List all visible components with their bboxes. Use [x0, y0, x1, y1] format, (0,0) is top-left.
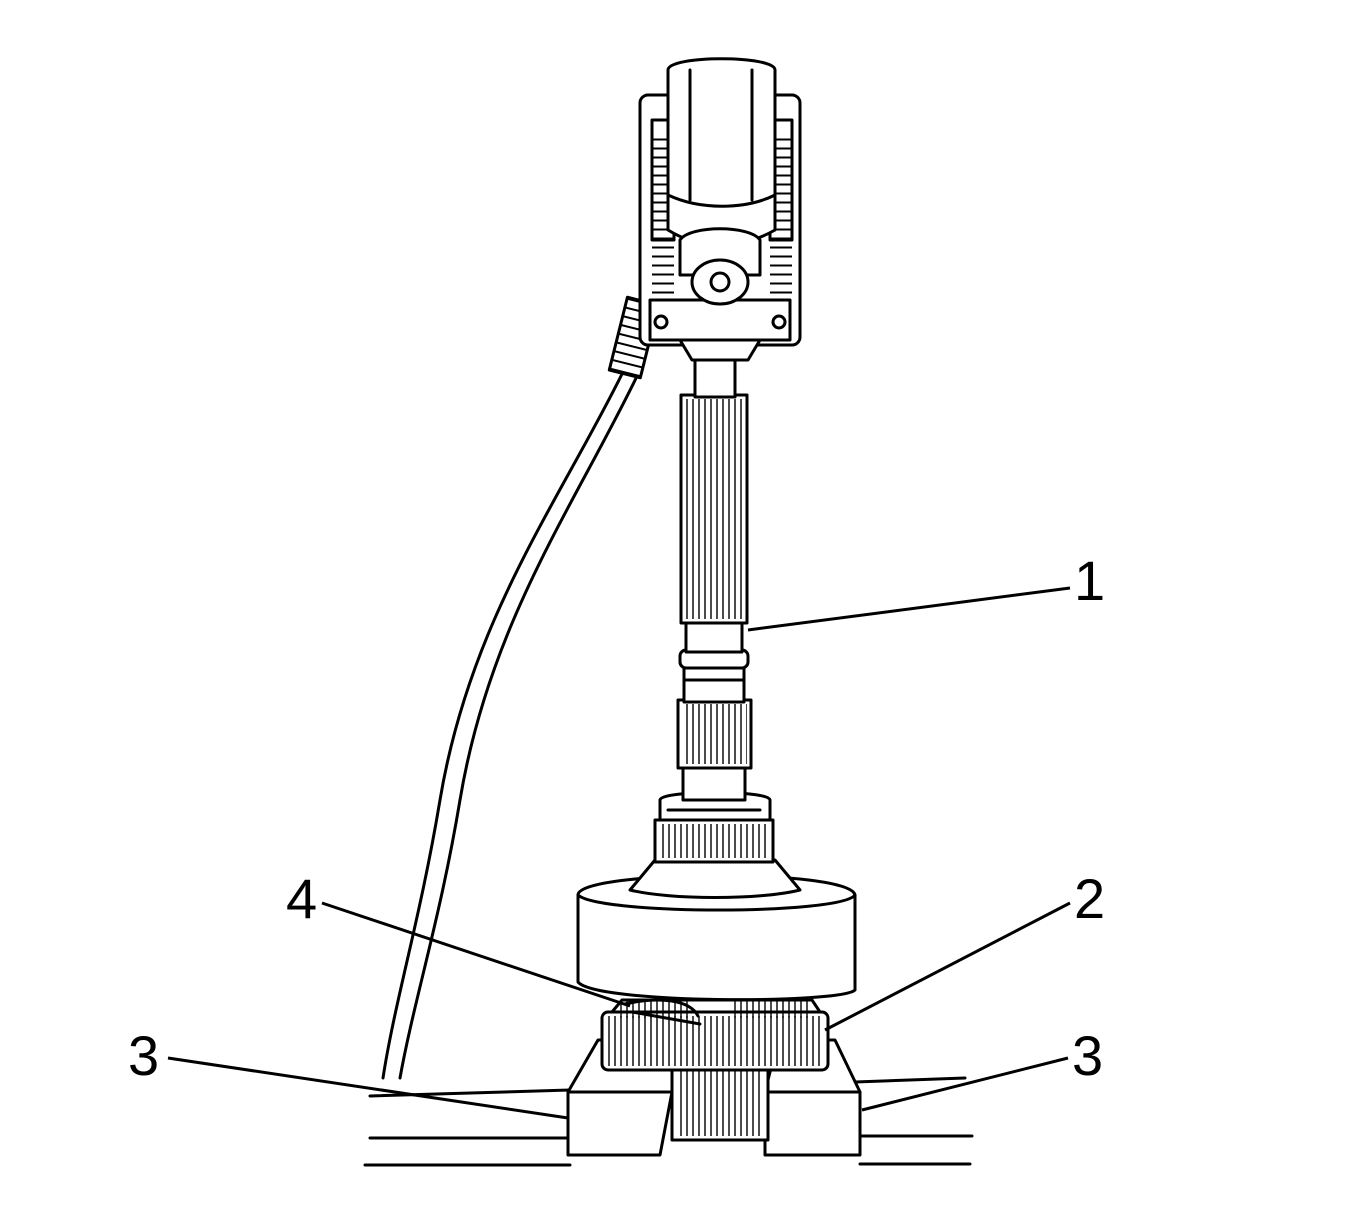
- leader-3-left: [167, 1056, 569, 1120]
- leader-2: [824, 901, 1071, 1032]
- callout-3-right: 3: [1072, 1024, 1103, 1087]
- puller-tool: [638, 57, 802, 362]
- leader-3-right: [861, 1056, 1069, 1112]
- callout-4: 4: [286, 867, 317, 930]
- leader-1: [747, 586, 1071, 632]
- leader-4: [321, 901, 631, 1008]
- clutch-drum: [576, 858, 857, 1002]
- bench-surface: [363, 1076, 974, 1167]
- ring-gear: [600, 998, 830, 1072]
- callout-leaders: [167, 586, 1071, 1120]
- output-spline-stub: [670, 1060, 770, 1142]
- snap-ring: [623, 998, 702, 1026]
- callout-2: 2: [1074, 867, 1105, 930]
- callout-labels: 1 2 3 3 4: [128, 549, 1105, 1087]
- callout-3-left: 3: [128, 1024, 159, 1087]
- input-shaft: [676, 353, 753, 802]
- drum-hub: [653, 791, 775, 864]
- callout-1: 1: [1074, 549, 1105, 612]
